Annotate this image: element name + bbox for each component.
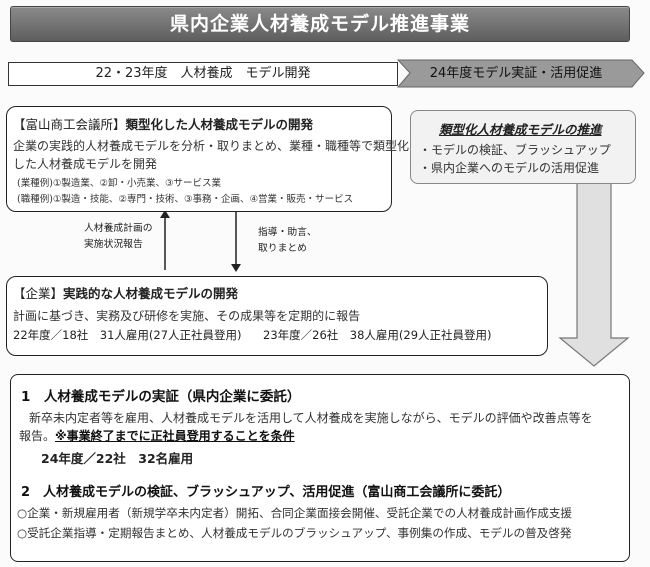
company-stat-2011: 23年度／26社 38人雇用(29人正社員登用) [263,328,492,342]
company-org: 【企業】 [13,286,64,301]
section-2-line1: ○企業・新規雇用者（新規学卒未内定者）開拓、合同企業面接会開催、受託企業での人材… [17,506,573,520]
section-1-condition: ※事業終了までに正社員登用することを条件 [55,429,295,443]
fy2012-box: 1 人材養成モデルの実証（県内企業に委託） 新卒未内定者等を雇用、人材養成モデル… [10,374,630,562]
promotion-item-2: ・県内企業へのモデルの活用促進 [419,161,600,175]
chamber-box: 【富山商工会議所】類型化した人材養成モデルの開発 企業の実践的人材養成モデルを分… [6,106,409,212]
chamber-title: 類型化した人材養成モデルの開発 [125,117,314,132]
chamber-heading: 【富山商工会議所】類型化した人材養成モデルの開発 [13,114,313,133]
chamber-line1: 企業の実践的人材養成モデルを分析・取りまとめ、業種・職種等で類型化 [13,139,410,153]
company-stat-2010: 22年度／18社 31人雇用(27人正社員登用) [13,328,242,342]
company-title: 実践的な人材養成モデルの開発 [63,286,239,301]
section-2-title: 2 人材養成モデルの検証、ブラッシュアップ、活用促進（富山商工会議所に委託） [21,485,511,500]
big-down-arrow [558,181,630,367]
industry-example: (業種例)①製造業、②卸・小売業、③サービス業 [17,178,221,189]
chamber-org: 【富山商工会議所】 [13,117,126,132]
company-heading: 【企業】実践的な人材養成モデルの開発 [13,283,238,302]
company-box: 【企業】実践的な人材養成モデルの開発 計画に基づき、実務及び研修を実施、その成果… [6,276,548,356]
report-label-1: 人材養成計画の [84,223,153,234]
phase-right: 24年度モデル実証・活用促進 [429,66,603,81]
phase-left: 22・23年度 人材養成 モデル開発 [8,62,398,86]
section-1-stat: 24年度／22社 32名雇用 [41,451,194,466]
up-arrow-head [160,210,170,218]
job-example: (職種例)①製造・技能、②専門・技術、③事務・企画、④営業・販売・サービス [17,194,353,205]
promotion-item-1: ・モデルの検証、ブラッシュアップ [419,143,611,157]
title-bar: 県内企業人材養成モデル推進事業 [10,6,630,42]
phase-right-chevron [396,59,645,88]
promotion-heading: 類型化人材養成モデルの推進 [439,122,602,137]
section-1-line2: 報告。※事業終了までに正社員登用することを条件 [19,427,295,444]
down-arrow-head [231,264,241,272]
section-1-line1: 新卒未内定者等を雇用、人材養成モデルを活用して人材養成を実施しながら、モデルの評… [29,411,593,425]
section-1-line2-prefix: 報告。 [19,429,56,443]
company-line1: 計画に基づき、実務及び研修を実施、その成果等を定期的に報告 [13,309,361,323]
report-label-2: 実施状況報告 [84,239,143,250]
section-1-title: 1 人材養成モデルの実証（県内企業に委託） [21,389,301,405]
promotion-box: 類型化人材養成モデルの推進 ・モデルの検証、ブラッシュアップ ・県内企業へのモデ… [410,110,636,184]
guidance-label-2: 取りまとめ [258,243,307,254]
guidance-label-1: 指導・助言、 [258,227,317,238]
section-2-line2: ○受託企業指導・定期報告まとめ、人材養成モデルのブラッシュアップ、事例集の作成、… [17,526,572,540]
chamber-line2: した人材養成モデルを開発 [13,157,158,171]
page-title: 県内企業人材養成モデル推進事業 [169,13,470,35]
